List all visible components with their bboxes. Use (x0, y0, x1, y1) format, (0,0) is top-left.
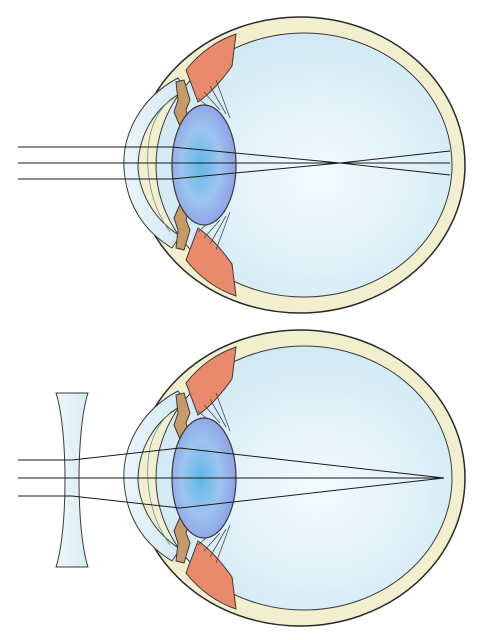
concave-corrective-lens (55, 392, 89, 568)
ray-bottom-upper (18, 447, 445, 479)
ray-top-lower (18, 150, 451, 180)
ray-top-upper (18, 146, 451, 176)
light-rays-top (18, 146, 451, 180)
eyeball-top (123, 16, 466, 314)
eye-uncorrected (123, 16, 466, 314)
ray-bottom-lower (18, 477, 445, 509)
light-rays-bottom (18, 447, 445, 509)
